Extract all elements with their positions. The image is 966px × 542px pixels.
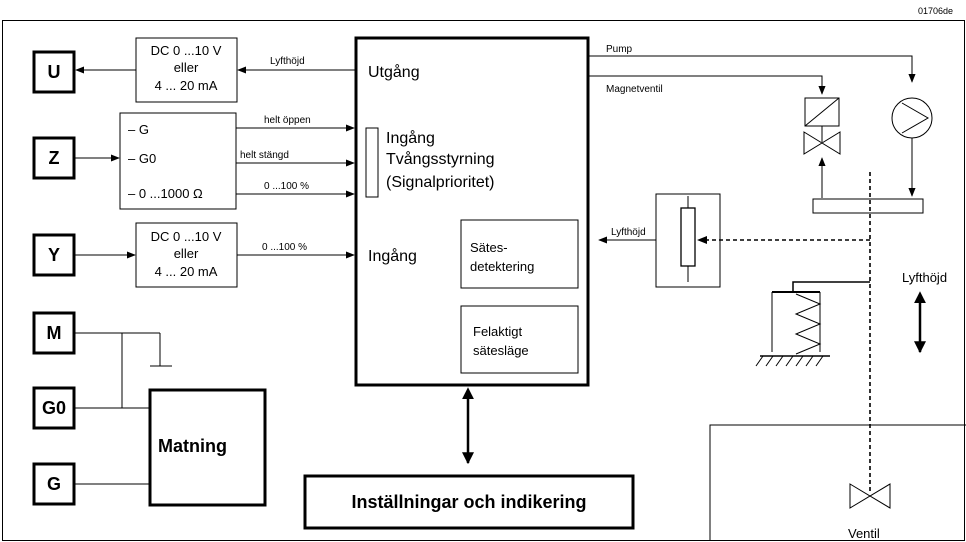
input-signal-box: DC 0 ...10 V eller 4 ... 20 mA [135, 222, 238, 288]
supply-label: Matning [158, 436, 227, 456]
terminal-z: Z [32, 136, 76, 180]
label-lyfthojd-out: Lyfthöjd [270, 56, 305, 67]
spring-symbol [755, 281, 870, 367]
input-signal-line3: 4 ... 20 mA [155, 264, 218, 279]
position-sensor [655, 193, 721, 288]
output-signal-line1: DC 0 ...10 V [151, 43, 222, 58]
controller-forced-line3: (Signalprioritet) [386, 174, 494, 191]
valve-symbol [849, 483, 891, 509]
output-signal-box: DC 0 ...10 V eller 4 ... 20 mA [135, 37, 238, 103]
fault-position-line2: sätesläge [473, 343, 529, 358]
diagram-frame [2, 20, 965, 541]
output-signal-line3: 4 ... 20 mA [155, 78, 218, 93]
forced-control-box: – G – G0 – 0 ...1000 Ω [119, 112, 237, 210]
wire-pump [588, 55, 916, 83]
label-y-range: 0 ...100 % [262, 242, 307, 253]
controller-forced-line2: Tvångsstyrning [386, 150, 495, 168]
input-signal-line1: DC 0 ...10 V [151, 229, 222, 244]
figure-id: 01706de [918, 6, 953, 16]
terminal-y: Y [32, 233, 76, 277]
forced-control-g0: – G0 [128, 151, 156, 166]
label-pump: Pump [606, 44, 633, 55]
controller-input-label: Ingång [368, 247, 417, 265]
forced-input-bar [365, 127, 379, 198]
terminal-u-label: U [48, 62, 61, 82]
terminal-m-label: M [47, 323, 62, 343]
terminal-u: U [32, 50, 76, 94]
terminal-z-label: Z [49, 148, 60, 168]
controller-output-label: Utgång [368, 63, 420, 81]
terminal-g: G [32, 462, 76, 506]
terminal-g0: G0 [32, 386, 76, 430]
seat-detection-line1: Sätes- [470, 240, 508, 255]
label-helt-oppen: helt öppen [264, 115, 311, 126]
label-helt-stangd: helt stängd [240, 150, 289, 161]
controller-box: Utgång Ingång Tvångsstyrning (Signalprio… [354, 36, 590, 387]
terminal-y-label: Y [48, 245, 60, 265]
terminal-g-label: G [47, 474, 61, 494]
label-lyfthojd-big: Lyfthöjd [902, 270, 947, 285]
pump-symbol [891, 97, 933, 139]
settings-box: Inställningar och indikering [303, 474, 635, 530]
forced-control-g: – G [128, 122, 149, 137]
actuator-plate [812, 198, 924, 214]
sensor-arrowhead [697, 236, 707, 244]
label-z-range: 0 ...100 % [264, 181, 309, 192]
fault-position-box [460, 305, 579, 374]
terminal-g0-label: G0 [42, 398, 66, 418]
controller-forced-line1: Ingång [386, 129, 435, 147]
label-ventil: Ventil [848, 526, 880, 541]
solenoid-valve-symbol [803, 97, 841, 155]
supply-box: Matning [148, 388, 267, 507]
label-magnetventil: Magnetventil [606, 84, 663, 95]
input-signal-line2: eller [174, 246, 199, 261]
label-lyfthojd-sensor: Lyfthöjd [611, 227, 646, 238]
settings-label: Inställningar och indikering [351, 492, 586, 512]
wire-magnetventil [588, 75, 826, 95]
forced-control-ohm: – 0 ...1000 Ω [128, 186, 203, 201]
fault-position-line1: Felaktigt [473, 324, 523, 339]
seat-detection-box [460, 219, 579, 289]
output-signal-line2: eller [174, 60, 199, 75]
valve-housing-line [709, 424, 966, 540]
seat-detection-line2: detektering [470, 259, 534, 274]
terminal-m: M [32, 311, 76, 355]
